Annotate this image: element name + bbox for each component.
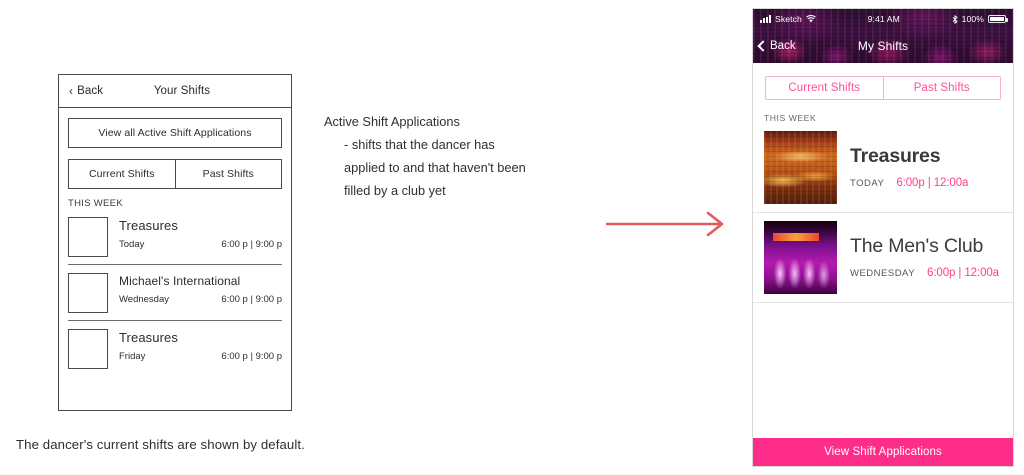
bluetooth-icon (952, 14, 958, 24)
wireframe-club-name: Michael's International (119, 274, 241, 288)
wireframe-navbar: ‹ Back Your Shifts (59, 75, 291, 108)
annotation-block: Active Shift Applications - shifts that … (324, 110, 589, 202)
wireframe-tab-past-shifts[interactable]: Past Shifts (174, 160, 282, 188)
wireframe-list-item-text: Treasures Friday 6:00 p | 9:00 p (119, 329, 282, 362)
wireframe-list-item-meta: Today 6:00 p | 9:00 p (119, 239, 282, 250)
shift-day: WEDNESDAY (850, 267, 916, 279)
phone-segmented-control[interactable]: Current Shifts Past Shifts (765, 76, 1001, 100)
wireframe-page-title: Your Shifts (153, 85, 211, 97)
shift-day: TODAY (850, 177, 885, 189)
status-bar-time: 9:41 AM (867, 14, 900, 24)
battery-percent-label: 100% (961, 14, 984, 24)
phone-header-banner: Sketch 9:41 AM 100% (753, 9, 1013, 63)
wireframe-thumbnail-placeholder (68, 329, 108, 369)
shift-card[interactable]: The Men's Club WEDNESDAY 6:00p | 12:00a (753, 213, 1013, 303)
wireframe-list-item-text: Treasures Today 6:00 p | 9:00 p (119, 217, 282, 250)
wireframe-list-item-meta: Friday 6:00 p | 9:00 p (119, 351, 282, 362)
wireframe-back-button[interactable]: ‹ Back (69, 85, 103, 97)
view-shift-applications-button[interactable]: View Shift Applications (753, 438, 1013, 466)
status-bar: Sketch 9:41 AM 100% (753, 9, 1013, 29)
wireframe-club-name: Treasures (119, 330, 178, 345)
wireframe-body: View all Active Shift Applications Curre… (59, 108, 291, 376)
view-all-active-shift-applications-button[interactable]: View all Active Shift Applications (68, 118, 282, 148)
annotation-line-2: - shifts that the dancer has (344, 137, 495, 152)
wireframe-day: Wednesday (119, 294, 169, 305)
phone-navbar: Back My Shifts (753, 29, 1013, 63)
phone-page-title: My Shifts (857, 39, 909, 53)
shift-time: 6:00p | 12:00a (927, 266, 999, 279)
annotation-line-3: applied to and that haven't been (344, 160, 526, 175)
wireframe-list-item[interactable]: Treasures Today 6:00 p | 9:00 p (68, 209, 282, 264)
wireframe-section-label: THIS WEEK (68, 198, 123, 209)
status-bar-right: 100% (952, 14, 1008, 24)
wireframe-thumbnail-placeholder (68, 273, 108, 313)
empty-list-area (753, 303, 1013, 438)
phone-back-button[interactable]: Back (757, 40, 796, 52)
wireframe-mockup: ‹ Back Your Shifts View all Active Shift… (58, 74, 292, 411)
wireframe-list-item-text: Michael's International Wednesday 6:00 p… (119, 273, 282, 305)
wireframe-time: 6:00 p | 9:00 p (221, 294, 282, 305)
chevron-left-icon (757, 40, 769, 52)
wireframe-tab-current-shifts[interactable]: Current Shifts (88, 168, 155, 180)
shift-card-text: The Men's Club WEDNESDAY 6:00p | 12:00a (850, 235, 1013, 279)
wireframe-back-label: Back (77, 85, 104, 97)
shift-card-text: Treasures TODAY 6:00p | 12:00a (850, 145, 1013, 189)
shift-card[interactable]: Treasures TODAY 6:00p | 12:00a (753, 123, 1013, 213)
chevron-left-icon: ‹ (69, 84, 74, 98)
wireframe-segmented-control[interactable]: Current Shifts Past Shifts (68, 159, 282, 189)
wireframe-thumbnail-placeholder (68, 217, 108, 257)
caption-text: The dancer's current shifts are shown by… (16, 437, 305, 452)
wireframe-club-name: Treasures (119, 218, 178, 233)
tab-past-shifts[interactable]: Past Shifts (882, 77, 1001, 99)
shift-card-meta: TODAY 6:00p | 12:00a (850, 177, 1004, 189)
right-arrow-icon (606, 211, 724, 237)
signal-bars-icon (760, 15, 771, 23)
shift-time: 6:00p | 12:00a (896, 176, 969, 189)
wireframe-list-item[interactable]: Treasures Friday 6:00 p | 9:00 p (68, 320, 282, 376)
status-bar-left: Sketch (760, 14, 816, 24)
shift-club-name: The Men's Club (850, 235, 984, 258)
mens-club-venue-photo (764, 221, 837, 294)
wireframe-list-item[interactable]: Michael's International Wednesday 6:00 p… (68, 264, 282, 320)
wireframe-day: Friday (119, 351, 146, 362)
phone-section-label: THIS WEEK (764, 113, 817, 123)
annotation-line-4: filled by a club yet (344, 183, 446, 198)
wireframe-list-item-meta: Wednesday 6:00 p | 9:00 p (119, 294, 282, 305)
carrier-label: Sketch (775, 14, 802, 24)
tab-current-shifts[interactable]: Current Shifts (788, 82, 861, 94)
phone-content: Current Shifts Past Shifts THIS WEEK Tre… (753, 63, 1013, 466)
shift-card-meta: WEDNESDAY 6:00p | 12:00a (850, 267, 1004, 279)
annotation-line-1: Active Shift Applications (324, 114, 460, 129)
wireframe-day: Today (119, 239, 145, 250)
phone-back-label: Back (770, 40, 796, 52)
wireframe-time: 6:00 p | 9:00 p (221, 239, 282, 250)
battery-full-icon (988, 14, 1008, 24)
shift-club-name: Treasures (850, 145, 941, 168)
phone-mockup: Sketch 9:41 AM 100% (752, 8, 1014, 467)
wireframe-time: 6:00 p | 9:00 p (221, 351, 282, 362)
wifi-icon (806, 15, 816, 23)
treasures-venue-photo (764, 131, 837, 204)
